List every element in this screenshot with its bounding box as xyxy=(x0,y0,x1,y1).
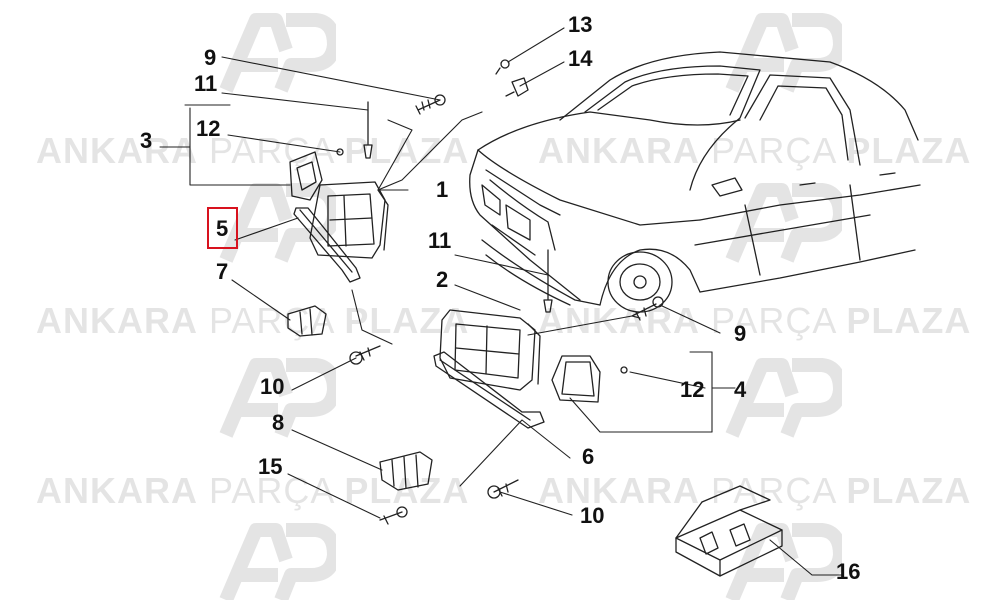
callout-11-top[interactable]: 11 xyxy=(194,71,218,96)
watermark-brand-2: PARÇA xyxy=(711,470,836,511)
callout-10-left[interactable]: 10 xyxy=(260,374,285,399)
watermark-brand-3: PLAZA xyxy=(846,130,972,171)
indicator-left xyxy=(289,151,323,201)
watermark-text: ANKARA PARÇA PLAZA xyxy=(36,470,469,512)
watermark-brand-3: PLAZA xyxy=(344,130,470,171)
watermark-logo-icon xyxy=(216,180,341,275)
watermark-logo-icon xyxy=(216,355,341,450)
watermark-brand-2: PARÇA xyxy=(209,470,334,511)
watermark-logo-icon xyxy=(722,180,847,275)
callout-10-bottom[interactable]: 10 xyxy=(580,503,605,528)
watermark-logo-icon xyxy=(216,10,341,105)
watermark-text: ANKARA PARÇA PLAZA xyxy=(36,130,469,172)
watermark-brand-3: PLAZA xyxy=(344,300,470,341)
callout-7[interactable]: 7 xyxy=(216,259,229,284)
callout-14[interactable]: 14 xyxy=(568,46,593,71)
callout-9-top[interactable]: 9 xyxy=(204,45,217,70)
callout-12-top[interactable]: 12 xyxy=(196,116,221,141)
watermark-brand-1: ANKARA xyxy=(36,130,198,171)
watermark-brand-1: ANKARA xyxy=(538,300,700,341)
watermark-brand-3: PLAZA xyxy=(846,300,972,341)
watermark-logo-icon xyxy=(216,520,341,605)
watermark-text: ANKARA PARÇA PLAZA xyxy=(36,300,469,342)
watermark-brand-1: ANKARA xyxy=(538,470,700,511)
watermark-logo-icon xyxy=(722,355,847,450)
headlamp-right xyxy=(439,309,541,391)
trim-strip-right xyxy=(433,351,545,429)
watermark-brand-2: PARÇA xyxy=(711,130,836,171)
callout-15[interactable]: 15 xyxy=(258,454,283,479)
watermark-logo-icon xyxy=(722,10,847,105)
callout-11-mid[interactable]: 11 xyxy=(428,228,452,253)
callout-13[interactable]: 13 xyxy=(568,12,593,37)
bracket-7 xyxy=(287,305,327,337)
watermark-text: ANKARA PARÇA PLAZA xyxy=(538,130,971,172)
trim-strip-left xyxy=(293,207,361,283)
callout-8[interactable]: 8 xyxy=(272,410,285,435)
bulb-kit-box xyxy=(675,485,783,577)
callout-1[interactable]: 1 xyxy=(436,177,449,202)
watermark-logo-icon xyxy=(722,520,847,605)
watermark-brand-1: ANKARA xyxy=(36,470,198,511)
callout-4[interactable]: 4 xyxy=(734,377,747,402)
watermark-brand-1: ANKARA xyxy=(36,300,198,341)
callout-16[interactable]: 16 xyxy=(836,559,861,584)
watermark-text: ANKARA PARÇA PLAZA xyxy=(538,300,971,342)
watermark-brand-2: PARÇA xyxy=(711,300,836,341)
callout-5[interactable]: 5 xyxy=(216,216,229,241)
bracket-8 xyxy=(379,451,433,491)
callout-9-right[interactable]: 9 xyxy=(734,321,747,346)
car-illustration xyxy=(469,51,921,313)
highlight-box xyxy=(207,207,238,249)
watermark-brand-2: PARÇA xyxy=(209,130,334,171)
watermark-brand-2: PARÇA xyxy=(209,300,334,341)
callout-6[interactable]: 6 xyxy=(582,444,595,469)
indicator-right xyxy=(551,355,601,403)
callout-2[interactable]: 2 xyxy=(436,267,449,292)
headlamp-left xyxy=(309,181,389,259)
watermark-text: ANKARA PARÇA PLAZA xyxy=(538,470,971,512)
callout-3[interactable]: 3 xyxy=(140,128,153,153)
leader-lines xyxy=(159,27,843,576)
watermark-brand-3: PLAZA xyxy=(846,470,972,511)
watermark-brand-3: PLAZA xyxy=(344,470,470,511)
watermark-brand-1: ANKARA xyxy=(538,130,700,171)
callout-12-right[interactable]: 12 xyxy=(680,377,705,402)
